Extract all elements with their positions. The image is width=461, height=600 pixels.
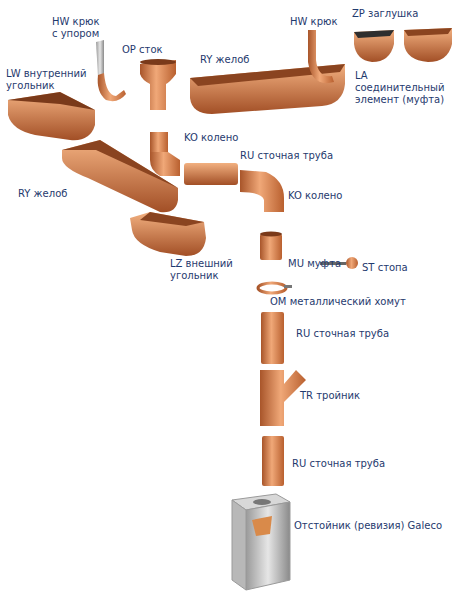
clamp bbox=[258, 283, 292, 293]
part-label: LA соединительный элемент (муфта) bbox=[355, 70, 457, 106]
internal-corner bbox=[8, 92, 95, 140]
part-label: ZP заглушка bbox=[352, 8, 442, 20]
part-label: Отстойник (ревизия) Galeco bbox=[294, 520, 444, 532]
part-label: KO колено bbox=[184, 132, 264, 144]
downpipe bbox=[261, 312, 284, 364]
elbow bbox=[240, 170, 284, 212]
sediment-trap bbox=[232, 494, 290, 590]
part-label: OM металлический хомут bbox=[270, 296, 420, 308]
part-label: KO колено bbox=[288, 190, 368, 202]
hook-with-stopper bbox=[96, 40, 126, 101]
coupling bbox=[260, 232, 282, 261]
part-label: RY желоб bbox=[200, 54, 280, 66]
external-corner bbox=[130, 212, 206, 256]
elbow bbox=[150, 132, 180, 176]
part-label: LW внутренний угольник bbox=[6, 68, 96, 92]
outlet bbox=[140, 59, 176, 110]
part-label: RY желоб bbox=[18, 188, 78, 200]
downpipe bbox=[262, 436, 284, 486]
downpipe bbox=[184, 163, 238, 185]
gutter bbox=[62, 140, 178, 212]
part-label: MU муфта bbox=[288, 258, 358, 270]
part-label: TR тройник bbox=[300, 390, 390, 402]
hook bbox=[308, 30, 334, 83]
part-label: LZ внешний угольник bbox=[170, 258, 250, 282]
part-label: RU сточная труба bbox=[240, 150, 350, 162]
part-label: RU сточная труба bbox=[296, 328, 406, 340]
connector bbox=[404, 28, 452, 62]
gutter bbox=[190, 64, 345, 114]
end-cap bbox=[354, 30, 394, 62]
part-label: RU сточная труба bbox=[292, 458, 402, 470]
tee bbox=[260, 370, 306, 426]
part-label: OP сток bbox=[122, 44, 182, 56]
part-label: HW крюк bbox=[290, 16, 350, 28]
part-label: HW крюк с упором bbox=[52, 16, 108, 40]
part-label: ST стопа bbox=[362, 262, 432, 274]
